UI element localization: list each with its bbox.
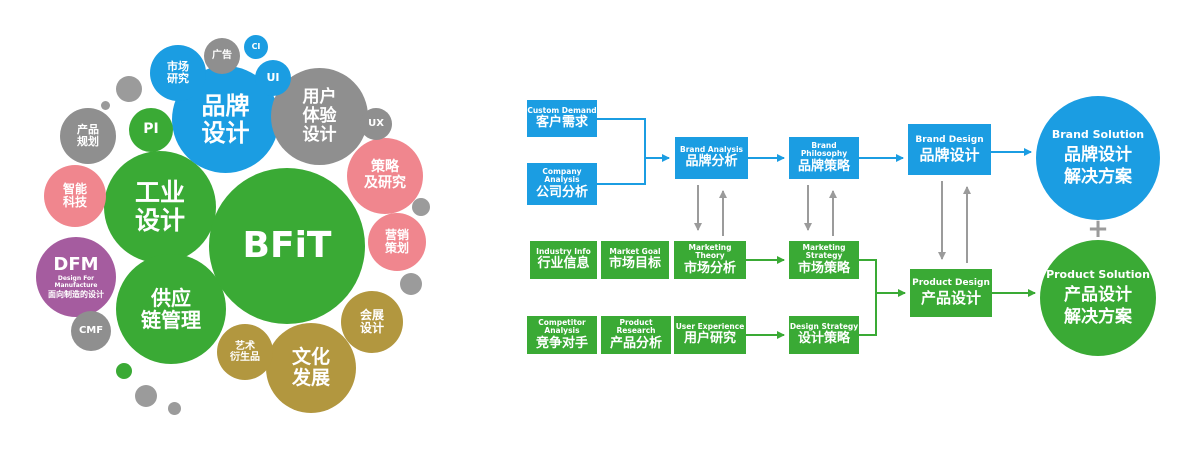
flow-box-brand-philosophy: Brand Philosophy 品牌策略 xyxy=(789,137,859,179)
flow-box-marketing-strategy-zh: 市场策略 xyxy=(797,260,850,276)
decor-dot xyxy=(168,402,181,415)
bubble-marketing-planning: 营销 策划 xyxy=(368,213,426,271)
flow-box-marketing-theory: Marketing Theory 市场分析 xyxy=(674,241,746,279)
bubble-supply-chain: 供应 链管理 xyxy=(116,254,226,364)
bubble-pi: PI xyxy=(129,108,173,152)
bubble-advertising-label: 广告 xyxy=(212,50,232,62)
bubble-advertising: 广告 xyxy=(204,38,240,74)
bubble-marketing-planning-label: 营销 策划 xyxy=(384,227,409,255)
flow-circle-product-solution-zh: 产品设计 解决方案 xyxy=(1064,284,1132,327)
flow-box-company-analysis-zh: 公司分析 xyxy=(535,184,588,200)
decor-dot xyxy=(116,363,132,379)
bubble-cmf-label: CMF xyxy=(78,325,104,337)
flow-box-competitor-analysis-zh: 竞争对手 xyxy=(535,335,588,351)
flow-box-design-strategy: Design Strategy 设计策略 xyxy=(789,316,859,354)
bubble-strategy-research-label: 策略 及研究 xyxy=(364,159,406,191)
bubble-cmf: CMF xyxy=(71,311,111,351)
bubble-product-planning: 产品 规划 xyxy=(60,108,116,164)
flow-box-user-experience-en: User Experience xyxy=(675,322,745,332)
bubble-culture-development-label: 文化 发展 xyxy=(291,345,330,389)
flow-box-marketing-strategy-en: Marketing Strategy xyxy=(802,243,846,261)
flow-box-brand-philosophy-zh: 品牌策略 xyxy=(797,158,850,174)
bubble-pi-label: PI xyxy=(143,121,159,138)
flow-box-product-design: Product Design 产品设计 xyxy=(910,269,992,317)
bubble-market-research: 市场 研究 xyxy=(150,45,206,101)
flow-box-user-experience: User Experience 用户研究 xyxy=(674,316,746,354)
bubble-bfit-center-label: BFiT xyxy=(242,224,332,266)
decor-dot xyxy=(412,198,430,216)
bubble-dfm: DFM Design For Manufacture 面向制造的设计 xyxy=(36,237,116,317)
flow-box-product-design-zh: 产品设计 xyxy=(920,289,981,308)
decor-dot xyxy=(101,101,110,110)
flow-circle-product-solution-en: Product Solution xyxy=(1046,267,1150,281)
bubble-dfm-title: DFM xyxy=(53,254,99,276)
decor-dot xyxy=(135,385,157,407)
flow-box-custom-demand: Custom Demand 客户需求 xyxy=(527,100,597,137)
flow-box-product-research: Product Research 产品分析 xyxy=(601,316,671,354)
flow-box-brand-design-en: Brand Design xyxy=(915,134,984,145)
flow-circle-product-solution: Product Solution 产品设计 解决方案 xyxy=(1040,240,1156,356)
flow-box-brand-design-zh: 品牌设计 xyxy=(919,145,980,164)
bubble-product-planning-label: 产品 规划 xyxy=(77,122,99,148)
flow-circle-brand-solution-en: Brand Solution xyxy=(1051,127,1145,141)
flow-box-industry-info: Industry Info 行业信息 xyxy=(530,241,597,279)
flow-box-product-design-en: Product Design xyxy=(912,278,990,289)
bubble-dfm-subtitle-zh: 面向制造的设计 xyxy=(48,289,104,299)
plus-sign: + xyxy=(1087,214,1109,244)
flow-box-brand-analysis: Brand Analysis 品牌分析 xyxy=(675,137,748,179)
flow-box-company-analysis-en: Company Analysis xyxy=(542,167,582,185)
bubble-brand-design-label: 品牌 设计 xyxy=(201,91,250,147)
bubble-exhibition-design: 会展 设计 xyxy=(341,291,403,353)
flow-box-design-strategy-zh: 设计策略 xyxy=(797,331,850,347)
bubble-ux-label: UX xyxy=(368,118,384,130)
bubble-industrial-design: 工业 设计 xyxy=(104,151,216,263)
flow-box-custom-demand-zh: 客户需求 xyxy=(535,114,588,130)
bubble-market-research-label: 市场 研究 xyxy=(167,59,189,85)
flow-circle-brand-solution-zh: 品牌设计 解决方案 xyxy=(1064,144,1132,187)
bubble-art-derivatives: 艺术 衍生品 xyxy=(217,324,273,380)
flow-box-custom-demand-en: Custom Demand xyxy=(527,105,597,115)
bubble-ux: UX xyxy=(360,108,392,140)
bubble-bfit-center: BFiT xyxy=(209,168,365,324)
bubble-smart-tech-label: 智能 科技 xyxy=(62,181,87,209)
bubble-art-derivatives-label: 艺术 衍生品 xyxy=(230,340,260,363)
bubble-ux-design-label: 用户 体验 设计 xyxy=(302,86,337,146)
flow-box-competitor-analysis: Competitor Analysis 竞争对手 xyxy=(527,316,597,354)
flow-box-design-strategy-en: Design Strategy xyxy=(789,322,859,332)
flow-box-market-goal-en: Market Goal xyxy=(609,247,661,257)
bubble-strategy-research: 策略 及研究 xyxy=(347,138,423,214)
flow-box-brand-philosophy-en: Brand Philosophy xyxy=(800,141,848,159)
bubble-ci-label: CI xyxy=(251,41,261,51)
bubble-exhibition-design-label: 会展 设计 xyxy=(359,307,384,335)
flow-box-market-goal: Market Goal 市场目标 xyxy=(601,241,669,279)
decor-dot xyxy=(116,76,142,102)
flow-box-product-research-zh: 产品分析 xyxy=(609,335,662,351)
flow-box-industry-info-en: Industry Info xyxy=(536,247,591,257)
decor-dot xyxy=(400,273,422,295)
flow-box-marketing-theory-en: Marketing Theory xyxy=(688,243,732,261)
flow-box-user-experience-zh: 用户研究 xyxy=(683,331,736,347)
bubble-ui-label: UI xyxy=(266,70,280,84)
bubble-culture-development: 文化 发展 xyxy=(266,323,356,413)
bubble-industrial-design-label: 工业 设计 xyxy=(134,178,185,235)
bubble-dfm-label-group: DFM Design For Manufacture 面向制造的设计 xyxy=(36,254,116,299)
flow-box-industry-info-zh: 行业信息 xyxy=(537,256,590,272)
bubble-ci: CI xyxy=(244,35,268,59)
flow-box-company-analysis: Company Analysis 公司分析 xyxy=(527,163,597,205)
flow-box-competitor-analysis-en: Competitor Analysis xyxy=(538,318,586,336)
flow-box-product-research-en: Product Research xyxy=(616,318,656,336)
bubble-smart-tech: 智能 科技 xyxy=(44,165,106,227)
flow-circle-brand-solution: Brand Solution 品牌设计 解决方案 xyxy=(1036,96,1160,220)
bubble-dfm-subtitle-en: Design For Manufacture xyxy=(54,274,98,289)
flow-box-market-goal-zh: 市场目标 xyxy=(608,256,661,272)
bubble-supply-chain-label: 供应 链管理 xyxy=(141,285,201,332)
flow-box-brand-design: Brand Design 品牌设计 xyxy=(908,124,991,175)
flow-box-marketing-strategy: Marketing Strategy 市场策略 xyxy=(789,241,859,279)
flow-box-brand-analysis-zh: 品牌分析 xyxy=(685,154,738,170)
flow-box-brand-analysis-en: Brand Analysis xyxy=(680,145,743,155)
bubble-ui: UI xyxy=(255,60,291,96)
flow-box-marketing-theory-zh: 市场分析 xyxy=(683,260,736,276)
